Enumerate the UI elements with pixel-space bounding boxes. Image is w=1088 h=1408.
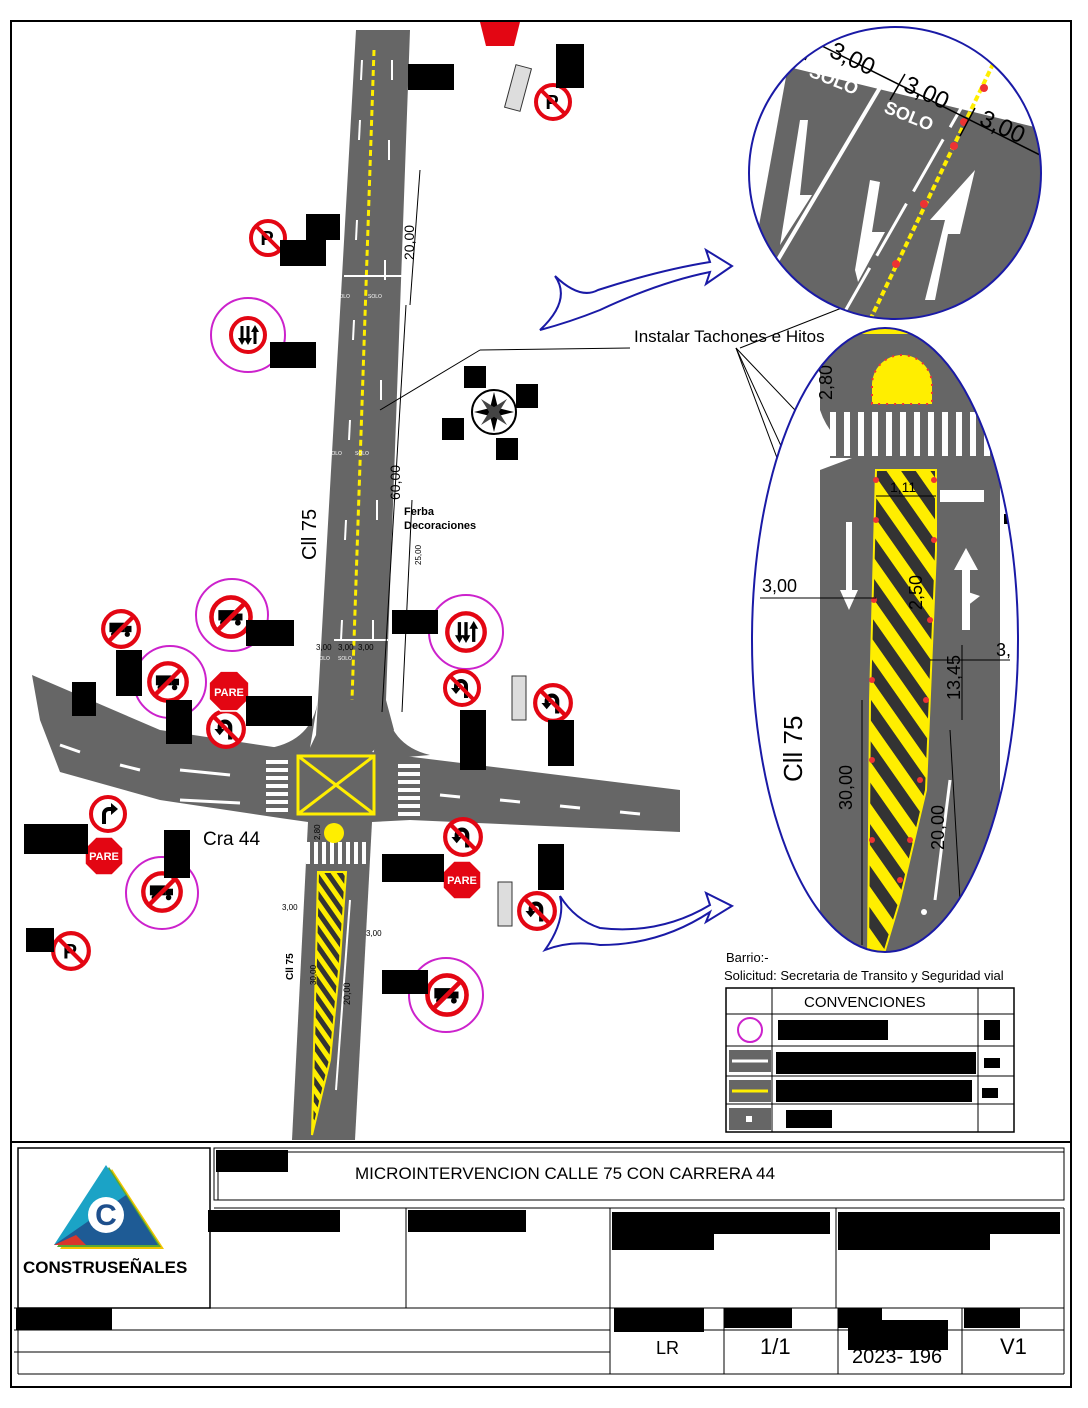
designer-initials: LR xyxy=(656,1338,680,1358)
business-label-line2: Decoraciones xyxy=(404,520,476,532)
cra44-lane-markings xyxy=(59,743,641,816)
north-solo-marks: SOLO SOLO SOLO SOLO SOLO SOLO xyxy=(316,294,382,662)
no-parking-icon xyxy=(53,933,89,969)
dim-20-low: 20,00 xyxy=(342,982,352,1005)
stop-sign-icon: PARE xyxy=(208,670,250,712)
bottom-dim-250: 2,50 xyxy=(906,575,926,610)
company-logo-icon: C xyxy=(54,1165,164,1249)
blue-arrow-icon xyxy=(539,247,735,953)
carrera-44-road xyxy=(32,675,680,832)
corner-ne xyxy=(372,700,430,760)
info-panel xyxy=(497,881,513,927)
no-truck-icon xyxy=(143,873,180,910)
north-lane-markings xyxy=(334,49,406,701)
bottom-dim-300: 3,00 xyxy=(762,576,797,596)
title-block xyxy=(10,1141,1072,1375)
no-left-turn-icon xyxy=(445,819,481,855)
bottom-dim-1345: 13,45 xyxy=(944,655,964,700)
main-plan: SOLO SOLO SOLO SOLO SOLO SOLO xyxy=(24,22,863,1140)
dim-20: 20,00 xyxy=(401,225,417,260)
carrera-44-label: Cra 44 xyxy=(203,829,260,850)
no-parking-icon xyxy=(249,219,287,257)
no-left-turn-icon xyxy=(208,711,244,747)
stop-sign-text: PARE xyxy=(89,851,119,863)
no-left-turn-icon xyxy=(519,893,555,929)
dim-60: 60,00 xyxy=(387,465,403,500)
road-solo-6: SOLO xyxy=(338,656,352,662)
no-parking-icon xyxy=(534,83,572,121)
top-detail: SOLO SOLO 3,00 3,00 3,00 xyxy=(748,26,1042,320)
business-label-line1: Ferba xyxy=(404,506,435,518)
conventions-title: CONVENCIONES xyxy=(804,994,926,1011)
north-arrow-icon xyxy=(471,389,517,435)
project-title: MICROINTERVENCION CALLE 75 CON CARRERA 4… xyxy=(355,1164,776,1183)
dim-3-d: 3,00 xyxy=(282,903,298,912)
version-label: V1 xyxy=(1000,1334,1027,1359)
road-solo-3: SOLO xyxy=(328,451,342,457)
stop-sign-text: PARE xyxy=(214,687,244,699)
legend: Barrio:- Solicitud: Secretaria de Transi… xyxy=(724,950,1015,1133)
plan-number: 2023- 196 xyxy=(852,1346,943,1368)
right-turn-icon xyxy=(89,795,127,833)
dimension-lines xyxy=(379,169,631,713)
traffic-signs: PARE PARE PARE xyxy=(53,22,571,1015)
install-note: Instalar Tachones e Hitos xyxy=(634,327,825,346)
dim-3-b: 3,00 xyxy=(338,643,354,652)
no-truck-icon xyxy=(427,975,466,1014)
dim-3-c: 3,00 xyxy=(358,643,374,652)
box-junction xyxy=(296,754,376,816)
info-panel xyxy=(503,64,533,112)
bottom-dim-3: 3, xyxy=(996,640,1011,660)
legend-ring-icon xyxy=(737,1017,763,1043)
no-truck-icon xyxy=(103,611,139,647)
info-panel xyxy=(511,675,527,721)
calle-75-north-road xyxy=(308,30,410,752)
dim-25: 25,00 xyxy=(414,544,423,565)
no-truck-icon xyxy=(211,597,250,636)
no-truck-icon xyxy=(149,663,186,700)
svg-text:C: C xyxy=(95,1199,117,1232)
stop-sign-icon xyxy=(480,22,520,46)
no-left-turn-icon xyxy=(535,685,571,721)
stop-sign-icon: PARE xyxy=(84,836,124,876)
sheet-number: 1/1 xyxy=(760,1334,791,1359)
barrio-label: Barrio:- xyxy=(726,950,769,965)
dimension-labels: 20,00 60,00 25,00 3,00 3,00 3,00 3,00 3,… xyxy=(282,225,423,1005)
bottom-dim-280: 2,80 xyxy=(816,365,836,400)
stop-sign-icon: PARE xyxy=(442,860,482,900)
two-way-icon xyxy=(229,316,267,354)
bottom-detail: 2,80 1,11 3,00 2,50 3, 13,45 30,00 20,00… xyxy=(751,327,1019,953)
dim-30: 30,00 xyxy=(309,964,318,985)
road-solo-1: SOLO xyxy=(336,294,350,300)
drawing-frame xyxy=(10,20,1072,1388)
no-left-turn-icon xyxy=(443,669,481,707)
bottom-dim-3000: 30,00 xyxy=(836,765,856,810)
title-block-redactions xyxy=(16,1150,1060,1350)
road-solo-2: SOLO xyxy=(368,294,382,300)
dim-3-e: 3,00 xyxy=(366,929,382,938)
road-solo-5: SOLO xyxy=(316,656,330,662)
dim-280: 2,80 xyxy=(313,824,322,840)
solicitud-label: Solicitud: Secretaria de Transito y Segu… xyxy=(724,968,1004,983)
bottom-dim-111: 1,11 xyxy=(890,479,916,495)
two-way-icon xyxy=(447,613,484,650)
stop-sign-text: PARE xyxy=(447,875,477,887)
calle-75-label: Cll 75 xyxy=(299,509,321,560)
dim-3-a: 3,00 xyxy=(316,643,332,652)
south-island xyxy=(311,823,351,1136)
company-name: CONSTRUSEÑALES xyxy=(23,1258,188,1277)
crosswalks xyxy=(266,760,420,864)
redacted-labels xyxy=(24,44,584,994)
calle-75-label-small: Cll 75 xyxy=(285,953,296,980)
road-solo-4: SOLO xyxy=(355,451,369,457)
bottom-detail-street: Cll 75 xyxy=(778,716,808,782)
bottom-dim-2000: 20,00 xyxy=(928,805,948,850)
corner-nw xyxy=(270,700,318,760)
